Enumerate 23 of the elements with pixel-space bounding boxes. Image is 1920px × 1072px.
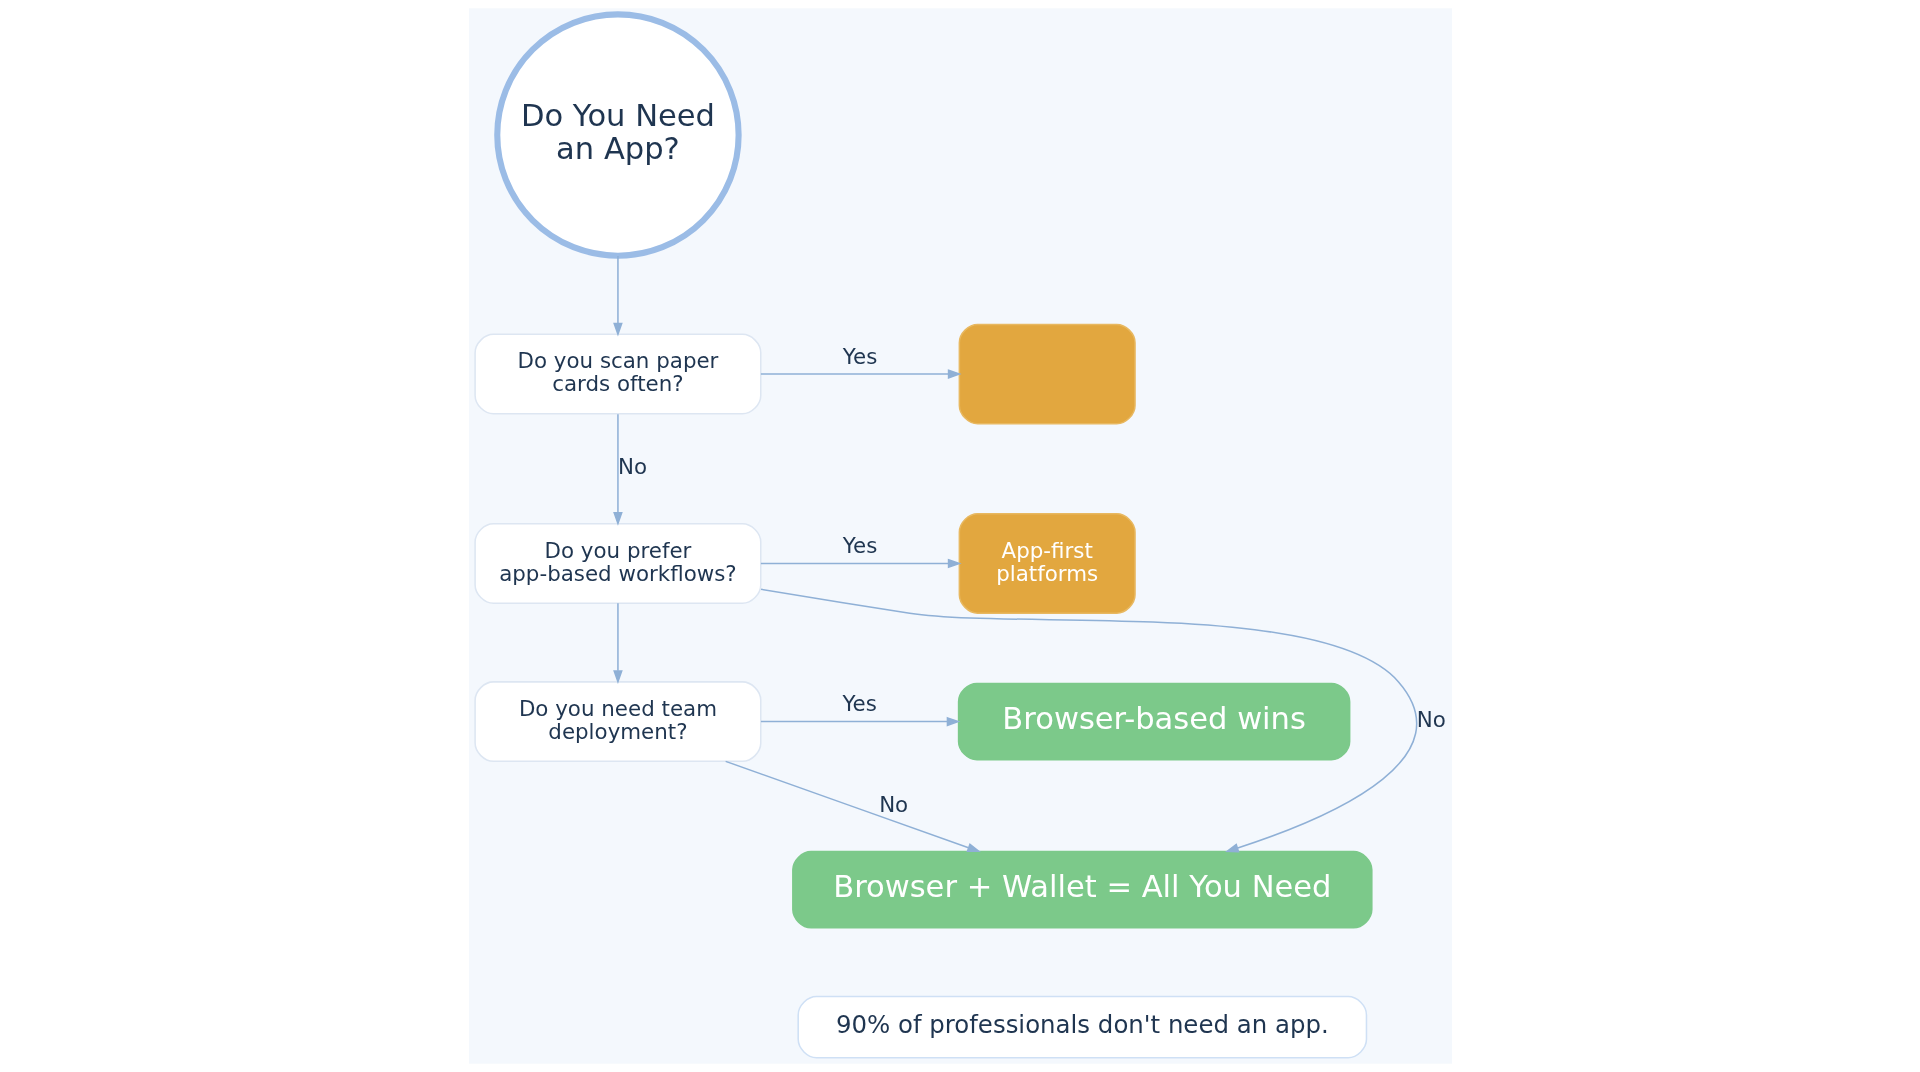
label: 90% of professionals don't need an app. bbox=[835, 1009, 1329, 1039]
node-box: Browser-based wins bbox=[957, 682, 1350, 761]
arrow bbox=[612, 255, 623, 337]
node-box: App-first platforms bbox=[958, 513, 1136, 614]
arrow bbox=[759, 558, 962, 569]
node-circle: Do You Need an App? bbox=[493, 11, 742, 259]
edge-label: No bbox=[1416, 707, 1446, 733]
arrow bbox=[724, 760, 981, 853]
node-box: Do you prefer app-based workflows? bbox=[473, 523, 762, 604]
arrow bbox=[759, 369, 962, 379]
edge-label: Yes bbox=[842, 343, 877, 369]
edge-label: No bbox=[878, 792, 908, 818]
node-box: Do you need team deployment? bbox=[473, 681, 762, 763]
node-box: Browser + Wallet = All You Need bbox=[791, 850, 1373, 929]
arrow bbox=[759, 716, 960, 727]
arrow bbox=[612, 413, 623, 526]
node-box: Do you scan paper cards often? bbox=[473, 333, 762, 415]
node-box bbox=[958, 323, 1136, 425]
edge-label: Yes bbox=[842, 533, 877, 559]
arrow bbox=[612, 602, 623, 684]
edge-label: No bbox=[617, 454, 647, 480]
arrow bbox=[759, 588, 1417, 853]
edge-label: Yes bbox=[841, 691, 877, 717]
